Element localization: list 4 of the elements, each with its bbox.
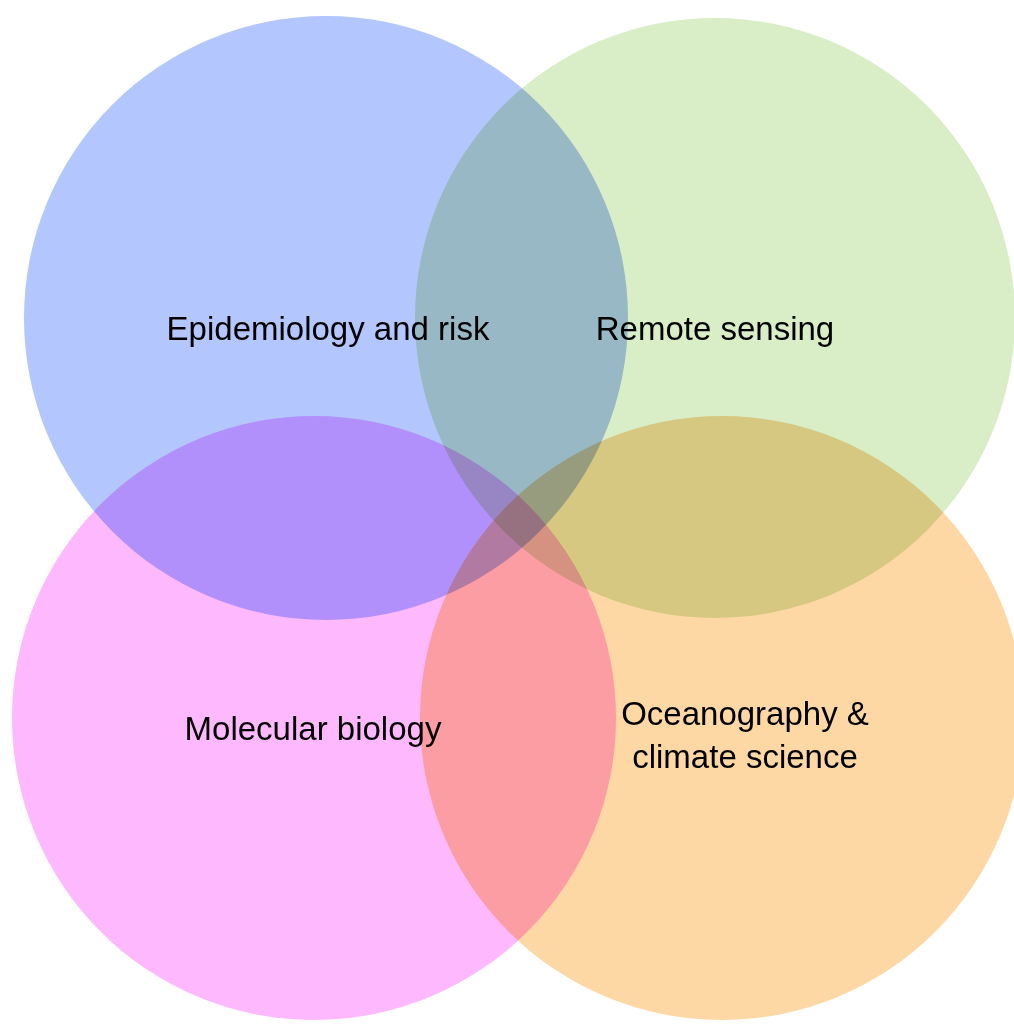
circle-label: Molecular biology [183,709,443,749]
circle-label: Remote sensing [594,309,836,349]
circle-label: Epidemiology and risk [165,309,491,349]
circle-label: Oceanography & climate science [620,694,870,777]
